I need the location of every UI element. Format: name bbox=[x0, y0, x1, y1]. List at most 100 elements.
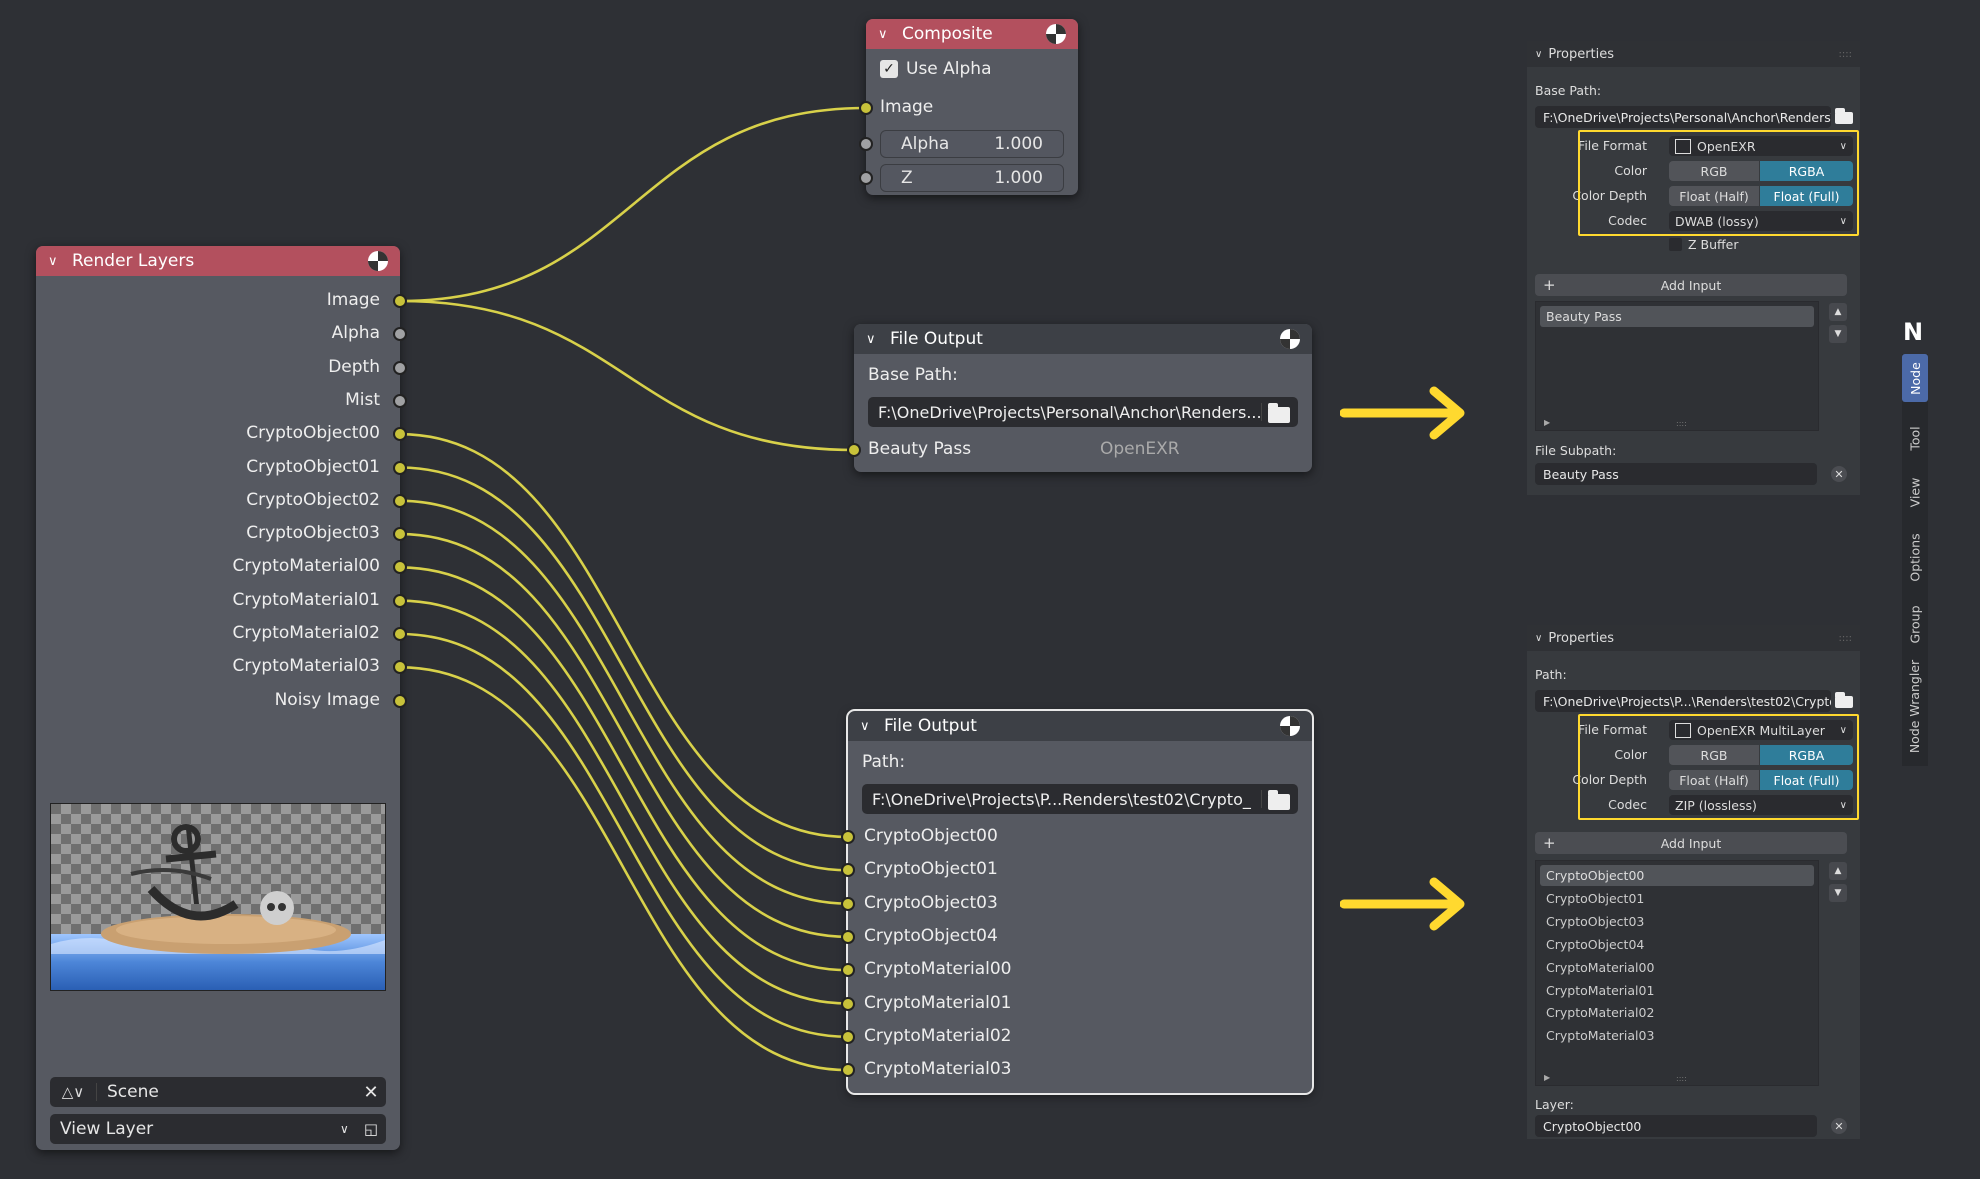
sidebar-tab[interactable]: Node Wrangler bbox=[1902, 656, 1928, 756]
depth-full-button[interactable]: Float (Full) bbox=[1760, 770, 1853, 790]
sidebar-tab[interactable]: Tool bbox=[1902, 414, 1928, 462]
socket-icon[interactable] bbox=[393, 693, 407, 708]
socket-icon[interactable] bbox=[393, 327, 407, 342]
properties-panel-beauty[interactable]: ∨ Properties :::: Base Path: F:\OneDrive… bbox=[1527, 41, 1860, 495]
file-output-node-beauty[interactable]: ∨ File Output Base Path: F:\OneDrive\Pro… bbox=[854, 324, 1312, 472]
z-slider[interactable]: Z 1.000 bbox=[880, 164, 1064, 192]
alpha-slider[interactable]: Alpha 1.000 bbox=[880, 130, 1064, 158]
list-item[interactable]: CryptoObject01 bbox=[1546, 890, 1645, 906]
expand-triangle-icon[interactable]: ▶ bbox=[1544, 418, 1551, 427]
sidebar-tab[interactable]: Node bbox=[1902, 354, 1928, 402]
socket-icon[interactable] bbox=[393, 660, 407, 675]
socket-icon[interactable] bbox=[847, 443, 861, 457]
resize-grip-icon[interactable]: :::: bbox=[1676, 419, 1687, 428]
color-rgb-button[interactable]: RGB bbox=[1669, 161, 1759, 181]
collapse-chevron-icon[interactable]: ∨ bbox=[878, 26, 888, 42]
socket-icon[interactable] bbox=[859, 137, 873, 151]
file-output-header[interactable]: ∨ File Output bbox=[848, 711, 1312, 741]
list-item[interactable]: CryptoObject03 bbox=[1546, 913, 1645, 929]
socket-icon[interactable] bbox=[841, 896, 855, 911]
file-format-dropdown[interactable]: OpenEXR MultiLayer∨ bbox=[1669, 720, 1853, 740]
codec-dropdown[interactable]: DWAB (lossy)∨ bbox=[1669, 211, 1853, 231]
socket-icon[interactable] bbox=[393, 360, 407, 375]
chevron-down-icon[interactable]: ∨ bbox=[1535, 632, 1543, 644]
socket-icon[interactable] bbox=[393, 393, 407, 408]
checkbox-checked-icon[interactable]: ✓ bbox=[880, 60, 898, 78]
socket-icon[interactable] bbox=[841, 963, 855, 978]
scene-selector[interactable]: △∨ Scene ✕ bbox=[50, 1077, 386, 1107]
list-item[interactable]: CryptoMaterial01 bbox=[1546, 982, 1655, 998]
collapse-chevron-icon[interactable]: ∨ bbox=[860, 718, 870, 734]
socket-icon[interactable] bbox=[393, 627, 407, 641]
use-alpha-checkbox[interactable]: ✓ Use Alpha bbox=[880, 59, 992, 79]
collapse-chevron-icon[interactable]: ∨ bbox=[48, 253, 58, 269]
socket-icon[interactable] bbox=[859, 101, 873, 115]
socket-icon[interactable] bbox=[859, 171, 873, 185]
path-field[interactable]: F:\OneDrive\Projects\P...\Renders\test02… bbox=[1535, 690, 1831, 712]
color-rgb-button[interactable]: RGB bbox=[1669, 745, 1759, 765]
socket-icon[interactable] bbox=[393, 593, 407, 608]
color-rgba-button[interactable]: RGBA bbox=[1760, 161, 1853, 181]
socket-icon[interactable] bbox=[393, 560, 407, 575]
sidebar-tab[interactable]: Options bbox=[1902, 524, 1928, 590]
codec-dropdown[interactable]: ZIP (lossless)∨ bbox=[1669, 795, 1853, 815]
properties-header[interactable]: ∨ Properties :::: bbox=[1527, 41, 1860, 67]
move-up-button[interactable]: ▲ bbox=[1829, 303, 1847, 321]
chevron-down-icon[interactable]: ∨ bbox=[1535, 48, 1543, 60]
sidebar-tab[interactable]: View bbox=[1902, 466, 1928, 518]
socket-icon[interactable] bbox=[841, 996, 855, 1011]
clear-icon[interactable]: ✕ bbox=[1831, 466, 1847, 482]
add-input-button[interactable]: + Add Input bbox=[1535, 832, 1847, 854]
socket-icon[interactable] bbox=[393, 294, 407, 308]
composite-header[interactable]: ∨ Composite bbox=[866, 19, 1078, 49]
list-item[interactable]: CryptoMaterial02 bbox=[1546, 1005, 1655, 1021]
path-field[interactable]: F:\OneDrive\Projects\P...Renders\test02\… bbox=[862, 784, 1298, 814]
drag-handle-icon[interactable]: :::: bbox=[1838, 48, 1852, 60]
render-layer-icon[interactable]: ◱ bbox=[363, 1120, 379, 1138]
socket-icon[interactable] bbox=[393, 460, 407, 475]
folder-icon[interactable] bbox=[1261, 790, 1290, 810]
list-item[interactable]: CryptoObject04 bbox=[1546, 936, 1645, 952]
add-input-button[interactable]: + Add Input bbox=[1535, 274, 1847, 296]
base-path-field[interactable]: F:\OneDrive\Projects\Personal\Anchor\Ren… bbox=[1535, 106, 1831, 128]
socket-icon[interactable] bbox=[841, 1063, 855, 1078]
file-output-header[interactable]: ∨ File Output bbox=[854, 324, 1312, 354]
layer-field[interactable]: CryptoObject00 bbox=[1535, 1115, 1817, 1137]
collapse-chevron-icon[interactable]: ∨ bbox=[866, 331, 876, 347]
depth-half-button[interactable]: Float (Half) bbox=[1669, 770, 1759, 790]
z-buffer-checkbox[interactable]: Z Buffer bbox=[1669, 237, 1738, 252]
socket-icon[interactable] bbox=[841, 929, 855, 944]
file-subpath-field[interactable]: Beauty Pass bbox=[1535, 463, 1817, 485]
resize-grip-icon[interactable]: :::: bbox=[1676, 1074, 1687, 1083]
list-item[interactable]: CryptoMaterial03 bbox=[1546, 1028, 1655, 1044]
scene-icon[interactable]: △∨ bbox=[50, 1083, 97, 1101]
socket-icon[interactable] bbox=[841, 1029, 855, 1044]
expand-triangle-icon[interactable]: ▶ bbox=[1544, 1073, 1551, 1082]
move-up-button[interactable]: ▲ bbox=[1829, 862, 1847, 880]
folder-icon[interactable] bbox=[1261, 403, 1290, 423]
properties-panel-crypto[interactable]: ∨ Properties :::: Path: F:\OneDrive\Proj… bbox=[1527, 625, 1860, 1139]
composite-node[interactable]: ∨ Composite ✓ Use Alpha Image Alpha 1.00… bbox=[866, 19, 1078, 195]
depth-full-button[interactable]: Float (Full) bbox=[1760, 186, 1853, 206]
socket-icon[interactable] bbox=[393, 527, 407, 542]
sidebar-tab[interactable]: Group bbox=[1902, 598, 1928, 650]
list-item[interactable]: CryptoMaterial00 bbox=[1546, 959, 1655, 975]
folder-icon[interactable] bbox=[1833, 692, 1855, 709]
properties-header[interactable]: ∨ Properties :::: bbox=[1527, 625, 1860, 651]
list-item[interactable]: CryptoObject00 bbox=[1540, 865, 1814, 886]
move-down-button[interactable]: ▼ bbox=[1829, 884, 1847, 902]
view-layer-dropdown[interactable]: View Layer ∨ ◱ bbox=[50, 1114, 386, 1144]
socket-icon[interactable] bbox=[841, 863, 855, 878]
socket-icon[interactable] bbox=[841, 830, 855, 844]
socket-icon[interactable] bbox=[393, 493, 407, 508]
socket-icon[interactable] bbox=[393, 427, 407, 442]
file-format-dropdown[interactable]: OpenEXR∨ bbox=[1669, 136, 1853, 156]
checkbox-unchecked-icon[interactable] bbox=[1669, 238, 1682, 251]
inputs-list[interactable]: Beauty Pass ▶ :::: bbox=[1535, 301, 1819, 431]
file-output-node-crypto[interactable]: ∨ File Output Path: F:\OneDrive\Projects… bbox=[846, 709, 1314, 1095]
clear-scene-icon[interactable]: ✕ bbox=[363, 1081, 379, 1103]
